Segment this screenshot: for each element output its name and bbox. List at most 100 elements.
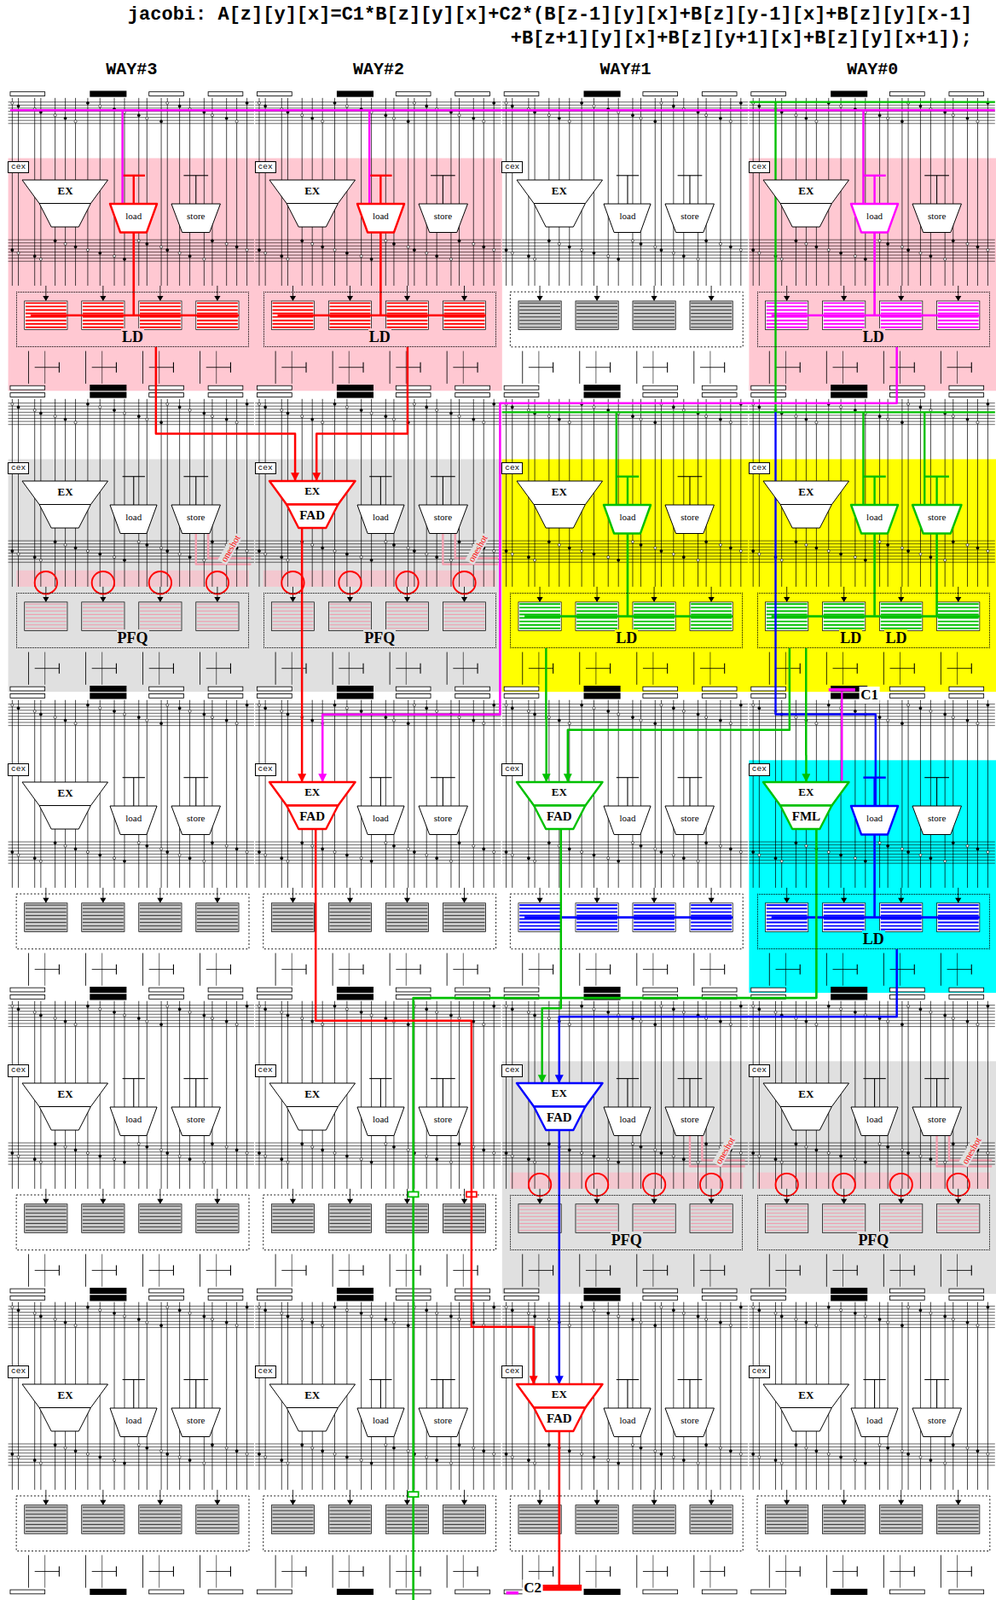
- bus-line: [8, 423, 255, 425]
- read-port: [115, 362, 117, 373]
- read-port: [693, 952, 695, 985]
- tap-dot: [943, 712, 947, 716]
- bus-line: [254, 703, 501, 705]
- bus-line: [748, 540, 995, 542]
- port-bar: [208, 92, 244, 97]
- read-port: [85, 351, 87, 384]
- register-stripe: [82, 914, 124, 916]
- port-bar: [149, 686, 185, 691]
- bus-line: [254, 257, 501, 259]
- register-stripe: [196, 928, 238, 930]
- tap-dot: [17, 706, 20, 710]
- register-stripe: [766, 606, 808, 609]
- register-bank-frame: [16, 893, 249, 950]
- tap-dot: [160, 245, 163, 249]
- tap-dot: [384, 239, 388, 243]
- signal-line: [483, 399, 485, 587]
- bus-line: [502, 260, 748, 262]
- tap-dot: [98, 251, 102, 255]
- tap-dot: [510, 552, 514, 556]
- read-port: [785, 652, 787, 685]
- tap-dot: [225, 1019, 228, 1023]
- bus-line: [748, 408, 995, 410]
- register-stripe: [196, 607, 238, 609]
- port-bar: [701, 92, 737, 97]
- register-stripe: [519, 914, 561, 916]
- read-port: [338, 968, 364, 970]
- register-stripe: [196, 305, 238, 307]
- read-port: [362, 663, 364, 674]
- register-stripe: [25, 1226, 67, 1228]
- bus-line: [8, 718, 255, 720]
- tap-dot: [333, 249, 336, 252]
- write-arrow: [897, 295, 904, 302]
- bus-line: [8, 101, 255, 103]
- read-port: [173, 964, 174, 975]
- immediate-input: [626, 476, 629, 506]
- register-stripe: [196, 918, 238, 920]
- port-bar: [751, 385, 787, 390]
- register-stripe: [330, 309, 371, 312]
- signal-line: [211, 700, 213, 888]
- tap-dot: [878, 114, 881, 117]
- register-stripe: [196, 613, 238, 615]
- tap-dot: [526, 254, 530, 258]
- tap-dot: [333, 703, 336, 707]
- read-port: [700, 968, 725, 970]
- bus-line: [254, 853, 501, 855]
- immediate-input: [380, 777, 382, 807]
- register-stripe: [330, 301, 371, 304]
- bus-line: [254, 847, 501, 849]
- tap-dot: [166, 402, 169, 406]
- read-port: [215, 652, 217, 685]
- tap-dot: [39, 110, 42, 114]
- tap-dot: [345, 104, 348, 108]
- immediate-input: [935, 476, 938, 506]
- tap-dot: [639, 718, 643, 722]
- bus-line: [502, 712, 748, 714]
- register-stripe: [196, 309, 238, 312]
- tap-dot: [533, 257, 537, 261]
- read-port: [85, 652, 87, 685]
- read-port: [842, 652, 844, 685]
- read-port: [552, 964, 554, 975]
- bus-line: [8, 715, 255, 717]
- register-stripe: [330, 312, 371, 315]
- signal-line: [203, 399, 205, 587]
- register-stripe: [766, 613, 808, 616]
- port-bar: [701, 987, 737, 992]
- tap-dot: [878, 841, 881, 845]
- read-port: [833, 667, 858, 669]
- tap-dot: [257, 249, 261, 252]
- port-bar: [503, 987, 539, 992]
- register-block: [271, 903, 314, 933]
- register-stripe: [25, 624, 67, 626]
- bus-line: [8, 411, 255, 413]
- bus-line: [254, 411, 501, 413]
- tap-dot: [919, 405, 922, 409]
- tap-dot: [617, 712, 620, 716]
- register-stripe: [25, 603, 67, 605]
- tap-dot: [122, 859, 126, 863]
- tap-dot: [878, 415, 881, 418]
- write-arrow: [42, 596, 49, 603]
- register-stripe: [330, 613, 371, 615]
- register-stripe: [519, 606, 561, 609]
- register-stripe: [766, 928, 808, 931]
- register-stripe: [139, 309, 181, 312]
- port-bar: [503, 686, 539, 691]
- signal-line: [236, 399, 238, 587]
- read-port: [463, 652, 464, 685]
- port-bar: [830, 384, 868, 391]
- tap-dot: [671, 552, 675, 556]
- register-stripe: [330, 624, 371, 626]
- bus-line: [748, 251, 995, 253]
- load-feed: [524, 915, 733, 919]
- read-port: [857, 663, 858, 674]
- read-port: [452, 667, 478, 669]
- tap-dot: [729, 722, 732, 725]
- bus-line: [748, 549, 995, 551]
- port-bar: [149, 694, 185, 699]
- signal-line: [179, 700, 180, 888]
- tap-dot: [886, 844, 890, 847]
